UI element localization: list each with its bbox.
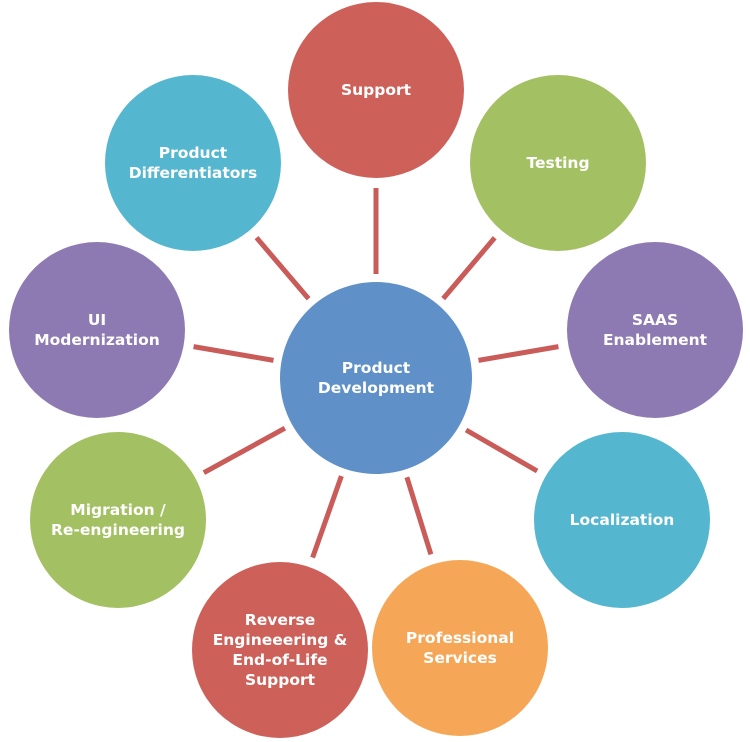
node-ui-modernization: UI Modernization [9,242,185,418]
node-migration: Migration / Re-engineering [30,432,206,608]
node-saas-enablement: SAAS Enablement [567,242,743,418]
node-circle [534,432,710,608]
node-circle [288,2,464,178]
node-label: End-of-Life [232,651,327,669]
node-circle [567,242,743,418]
node-testing: Testing [470,75,646,251]
connector-localization [464,427,539,474]
node-label: Professional [406,629,514,647]
center-circle [280,282,472,474]
node-label: Migration / [70,501,166,519]
node-circle [105,75,281,251]
node-label: SAAS [632,311,678,329]
connector-product-differentiators [254,236,311,301]
node-support: Support [288,2,464,178]
connector-professional-services [404,476,434,556]
connector-saas-enablement [478,344,559,363]
node-label: Services [423,649,497,667]
node-circle [470,75,646,251]
connector-testing [441,236,497,301]
node-circle [9,242,185,418]
node-label: Development [318,379,435,397]
node-circle [192,562,368,738]
node-label: Product [342,359,411,377]
node-label: Engineeering & [213,631,348,649]
connector-ui-modernization [193,344,274,363]
node-label: UI [88,311,106,329]
connector-reverse-engineering [310,475,344,559]
node-label: Testing [526,154,589,172]
node-label: Differentiators [129,164,258,182]
node-label: Localization [570,511,675,529]
node-circle [372,560,548,736]
node-label: Re-engineering [51,521,185,539]
node-label: Enablement [603,331,708,349]
node-label: Reverse [245,611,315,629]
connector-migration [202,425,287,475]
node-label: Support [245,671,316,689]
node-label: Modernization [34,331,160,349]
node-label: Product [159,144,228,162]
node-localization: Localization [534,432,710,608]
node-circle [30,432,206,608]
node-label: Support [341,81,412,99]
